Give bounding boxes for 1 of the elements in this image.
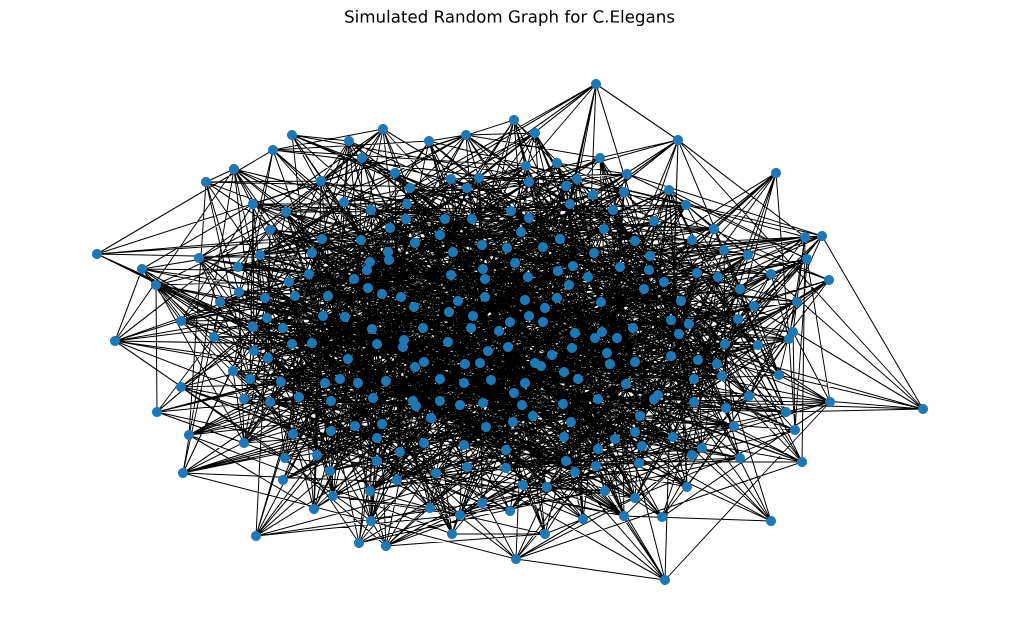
diagram-title: Simulated Random Graph for C.Elegans	[345, 9, 675, 27]
